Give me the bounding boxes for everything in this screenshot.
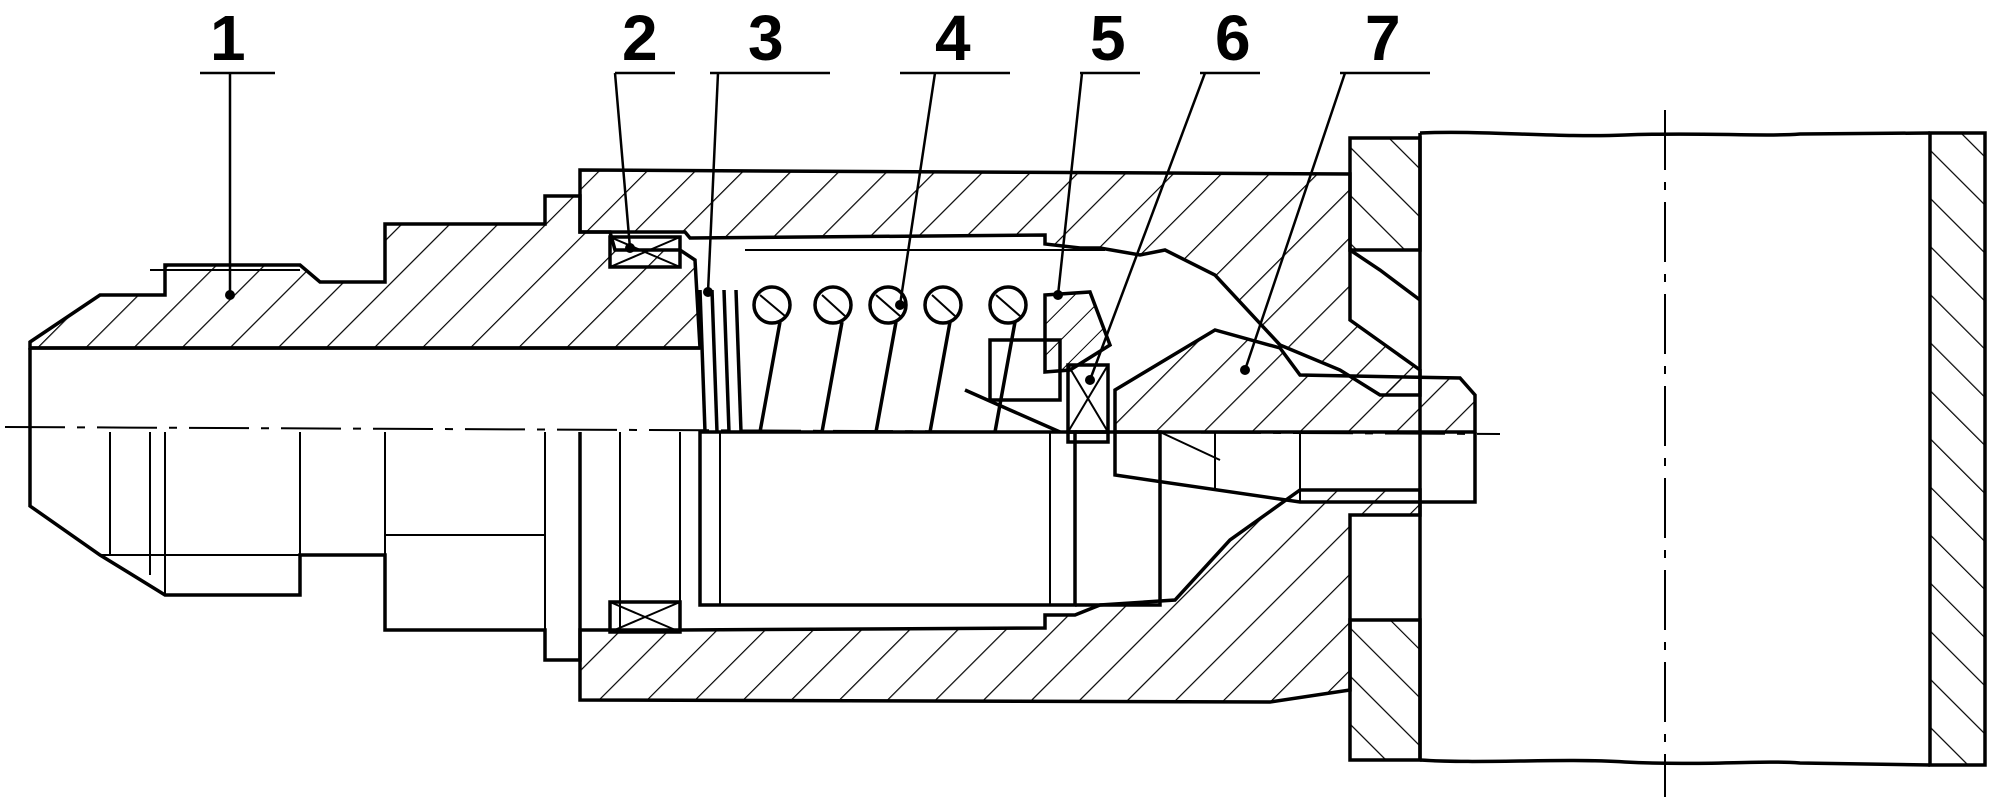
callout-6-label: 6: [1215, 2, 1251, 74]
callout-3-label: 3: [748, 2, 784, 74]
callout-5-label: 5: [1090, 2, 1126, 74]
callout-4-label: 4: [935, 2, 971, 74]
callout-7-label: 7: [1365, 2, 1401, 74]
part-5-seat-ring: [964, 290, 1113, 434]
cylinder-body: [1418, 130, 1987, 767]
o-ring-lower: [608, 600, 682, 634]
part-1-fitting: [28, 194, 702, 662]
part-2-o-ring-upper: [608, 235, 682, 269]
part-6-seal: [1066, 363, 1110, 444]
part-4-spring: [745, 249, 1105, 433]
valve-body-housing: [578, 136, 1422, 762]
callout-2-label: 2: [622, 2, 658, 74]
inner-sleeve: [619, 430, 1221, 630]
callout-1-label: 1: [210, 2, 246, 74]
callouts: 1 2 3 4 5 6 7: [200, 2, 1430, 385]
part-7-needle: [1113, 328, 1477, 504]
part-3-spring-seat: [698, 289, 743, 433]
